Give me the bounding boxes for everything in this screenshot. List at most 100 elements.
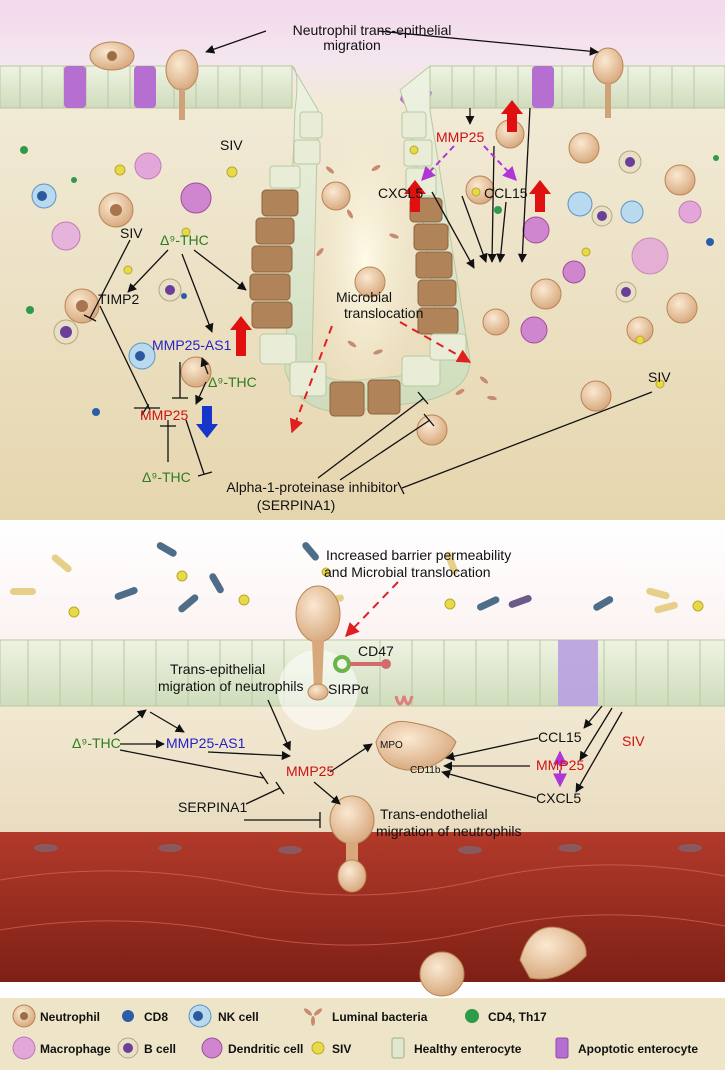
- cd8-cell: [92, 238, 714, 416]
- legend-item-siv: SIV: [311, 1041, 351, 1056]
- nk-cell-icon: [188, 1004, 212, 1028]
- label-mmp25-as1-top: MMP25-AS1: [152, 337, 232, 353]
- luminal-bacteria-icon: [303, 1008, 323, 1026]
- legend-item-luminal-bacteria: Luminal bacteria: [303, 1008, 428, 1026]
- label-transendothelial-line1: Trans-endothelial: [380, 806, 488, 822]
- label-mpo: MPO: [380, 740, 403, 751]
- neutrophil-cell: [321, 181, 351, 211]
- neutrophil-cell: [580, 380, 612, 412]
- legend-label: NK cell: [218, 1010, 259, 1024]
- label-thc-bottom: Δ⁹-THC: [142, 469, 191, 485]
- legend-item-healthy-enterocyte: Healthy enterocyte: [391, 1037, 522, 1059]
- label-siv-left: SIV: [120, 225, 143, 241]
- pathway-connectors-bottom: [113, 699, 623, 828]
- b-cell: [158, 278, 182, 302]
- nk-cell: [128, 342, 156, 370]
- siv-icon: [311, 1041, 325, 1055]
- apoptotic-enterocyte-icon: [555, 1037, 569, 1059]
- legend-item-cd8: CD8: [122, 1010, 168, 1024]
- neutrophil-cell: [592, 47, 624, 118]
- pathway-connectors-top: [83, 30, 653, 495]
- macrophage-cell: [678, 200, 702, 224]
- top-panel: Neutrophil trans-epithelial migration SI…: [0, 0, 725, 520]
- label-mmp25-as1-bottom: MMP25-AS1: [166, 735, 246, 751]
- macrophage-cell: [631, 237, 669, 275]
- b-cell: [615, 281, 637, 303]
- neutrophil-transendothelial: [329, 795, 375, 893]
- cd4-th17-cell: [20, 146, 719, 314]
- dendritic-cell: [562, 260, 586, 284]
- bottom-panel: Increased barrier permeability and Micro…: [0, 520, 725, 997]
- neutrophil-cell: [664, 164, 696, 196]
- label-mmp25-bottom: MMP25: [286, 763, 334, 779]
- legend-label: Macrophage: [40, 1042, 111, 1056]
- legend-label: Apoptotic enterocyte: [578, 1042, 698, 1056]
- label-siv-right: SIV: [648, 369, 671, 385]
- dashed-microbial-arrows: [289, 321, 472, 434]
- title-neutrophil-migration-line2: migration: [323, 37, 381, 53]
- lumen-background: [0, 520, 725, 640]
- neutrophil-cell: [165, 49, 199, 120]
- neutrophil-cell: [416, 414, 448, 446]
- down-arrow-mmp25: [196, 406, 218, 438]
- neutrophil-cell: [89, 41, 135, 71]
- apoptotic-enterocyte: [64, 66, 86, 108]
- dendritic-cell: [522, 216, 550, 244]
- label-timp2: TIMP2: [98, 291, 139, 307]
- label-a1pi-line2: (SERPINA1): [257, 497, 336, 513]
- macrophage-icon: [12, 1036, 36, 1060]
- cd4-th17-icon: [465, 1009, 479, 1023]
- neutrophil-cell: [482, 308, 510, 336]
- legend-label: CD4, Th17: [488, 1010, 547, 1024]
- dendritic-cell-icon: [201, 1037, 223, 1059]
- legend-label: B cell: [144, 1042, 176, 1056]
- dashed-mmp25-arrows: [421, 145, 517, 182]
- up-arrow-ccl15: [529, 180, 551, 212]
- nk-cell: [31, 183, 57, 209]
- legend-item-nk-cell: NK cell: [188, 1004, 259, 1028]
- legend-label: CD8: [144, 1010, 168, 1024]
- legend-item-neutrophil: Neutrophil: [12, 1004, 100, 1028]
- legend-label: SIV: [332, 1042, 351, 1056]
- blood-vessel: [0, 832, 725, 982]
- label-mmp25-bottom-right: MMP25: [536, 757, 584, 773]
- label-cxcl5-bottom: CXCL5: [536, 790, 581, 806]
- legend-item-dendritic-cell: Dendritic cell: [201, 1037, 303, 1059]
- label-mmp25-right: MMP25: [436, 129, 484, 145]
- label-ccl15-top: CCL15: [484, 185, 528, 201]
- label-a1pi-line1: Alpha-1-proteinase inhibitor: [226, 479, 398, 495]
- legend-item-b-cell: B cell: [117, 1037, 176, 1059]
- apoptotic-enterocyte: [532, 66, 554, 108]
- b-cell: [618, 150, 642, 174]
- legend-item-apoptotic-enterocyte: Apoptotic enterocyte: [555, 1037, 698, 1059]
- label-cd11b: CD11b: [410, 765, 441, 776]
- label-sirpa: SIRPα: [328, 681, 369, 697]
- label-barrier-line2: and Microbial translocation: [324, 564, 491, 580]
- label-siv-bottom: SIV: [622, 733, 645, 749]
- b-cell-icon: [117, 1037, 139, 1059]
- legend-label: Luminal bacteria: [332, 1010, 428, 1024]
- label-transendothelial-line2: migration of neutrophils: [376, 823, 522, 839]
- neutrophil-cell: [568, 132, 600, 164]
- label-cxcl5-top: CXCL5: [378, 185, 423, 201]
- dashed-permeability-arrow: [345, 581, 399, 638]
- neutrophil-cell: [530, 278, 562, 310]
- epithelium-band: [0, 639, 725, 730]
- neutrophil-cell: [98, 192, 134, 228]
- legend-item-cd4-th17: CD4, Th17: [465, 1009, 547, 1024]
- surface-epithelium-left: [0, 65, 293, 109]
- nk-cell: [567, 191, 593, 217]
- neutrophil-cell: [180, 356, 212, 388]
- neutrophil-cell: [666, 292, 698, 324]
- apoptotic-enterocyte: [134, 66, 156, 108]
- dendritic-cell: [520, 316, 548, 344]
- neutrophil-cell: [64, 288, 100, 324]
- neutrophil-cell: [354, 266, 386, 298]
- label-transepithelial-line1: Trans-epithelial: [170, 661, 265, 677]
- legend-label: Neutrophil: [40, 1010, 100, 1024]
- b-cell: [53, 319, 79, 345]
- legend-item-macrophage: Macrophage: [12, 1036, 111, 1060]
- macrophage-cell: [51, 221, 81, 251]
- label-cd47: CD47: [358, 643, 394, 659]
